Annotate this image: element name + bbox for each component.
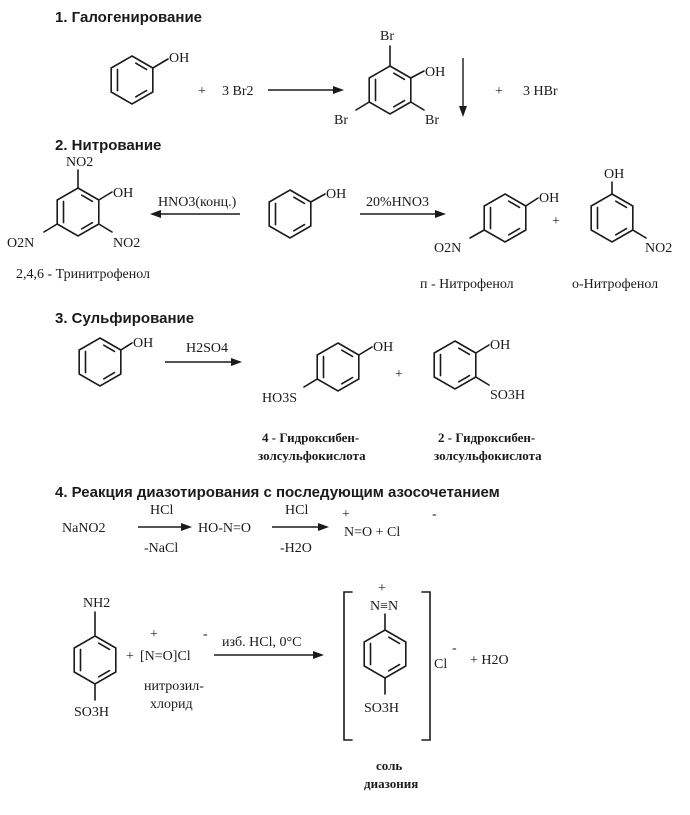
heading-diazotization: 4. Реакция диазотирования с последующим … xyxy=(55,484,500,501)
oh-label: OH xyxy=(373,340,393,355)
chloride-counter-ion: Cl xyxy=(434,657,447,672)
o2n-label: O2N xyxy=(7,236,34,251)
diazonium-salt: + N≡N SO3H xyxy=(343,581,431,741)
reaction-arrow-left xyxy=(150,210,240,218)
chloride-minus: - xyxy=(432,507,437,522)
nitrosyl-chloride: [N=O]Cl xyxy=(140,649,191,664)
2-hydroxy-name-line2: золсульфокислота xyxy=(434,448,542,463)
p-nitrophenol-product: OH O2N xyxy=(434,191,559,256)
o-nitrophenol-name: о-Нитрофенол xyxy=(572,277,658,292)
trinitrophenol-product: NO2 OH NO2 O2N xyxy=(7,155,140,251)
sodium-nitrite: NaNO2 xyxy=(62,521,106,536)
4-hydroxy-name-line1: 4 - Гидроксибен- xyxy=(262,430,359,445)
reaction-arrow-4a xyxy=(138,523,192,531)
br-label-top: Br xyxy=(380,29,394,44)
4-hydroxy-name-line2: золсульфокислота xyxy=(258,448,366,463)
oh-label: OH xyxy=(169,51,189,66)
2-hydroxy-name-line1: 2 - Гидроксибен- xyxy=(438,430,535,445)
plus-sign: + xyxy=(198,84,206,99)
plus-sign: + xyxy=(495,84,503,99)
oh-label: OH xyxy=(490,338,510,353)
sulfuric-acid-label: H2SO4 xyxy=(186,341,228,356)
reaction-arrow-4c xyxy=(214,651,324,659)
no2-label-top: NO2 xyxy=(66,155,93,170)
phenol-reactant-1: OH xyxy=(110,51,189,105)
br-label-left: Br xyxy=(334,113,348,128)
o-nitrophenol-product: OH NO2 xyxy=(590,167,672,256)
sulfanilic-acid: NH2 SO3H xyxy=(73,596,117,720)
br-label-right: Br xyxy=(425,113,439,128)
no2-label: NO2 xyxy=(645,241,672,256)
diazonium-name-line1: соль xyxy=(376,758,402,773)
oh-label: OH xyxy=(326,187,346,202)
plus-sign: + xyxy=(395,367,403,382)
precipitate-arrow xyxy=(459,58,467,117)
reaction-conditions: изб. HCl, 0°C xyxy=(222,635,301,650)
plus-sign: + xyxy=(126,649,134,664)
oh-label: OH xyxy=(604,167,624,182)
heading-nitration: 2. Нитрование xyxy=(55,137,161,154)
nitrosyl-name-line2: хлорид xyxy=(150,697,193,712)
nitrosyl-charge: + xyxy=(150,627,158,642)
nacl-label: -NaCl xyxy=(144,541,178,556)
so3h-label: SO3H xyxy=(74,705,109,720)
2-hydroxybenzenesulfonic-acid: OH SO3H xyxy=(433,338,525,403)
tribromophenol-product: Br OH Br Br xyxy=(334,29,445,128)
dilute-nitric-acid-label: 20%HNO3 xyxy=(366,195,429,210)
o2n-label: O2N xyxy=(434,241,461,256)
nh2-label: NH2 xyxy=(83,596,110,611)
oh-label: OH xyxy=(539,191,559,206)
counter-ion-charge: - xyxy=(452,641,457,656)
nitrosyl-name-line1: нитрозил- xyxy=(144,679,204,694)
nitrosyl-minus: - xyxy=(203,627,208,642)
oh-label: OH xyxy=(425,65,445,80)
p-nitrophenol-name: п - Нитрофенол xyxy=(420,277,514,292)
oh-label: OH xyxy=(113,186,133,201)
reaction-arrow-3 xyxy=(165,358,242,366)
phenol-reactant-3: OH xyxy=(78,336,153,387)
diazonium-charge: + xyxy=(378,581,386,596)
water-eliminated: -H2O xyxy=(280,541,312,556)
nitrosonium-charge: + xyxy=(342,507,350,522)
reaction-arrow-1 xyxy=(268,86,344,94)
heading-halogenation: 1. Галогенирование xyxy=(55,9,202,26)
so3h-label: SO3H xyxy=(490,388,525,403)
reaction-arrow-right xyxy=(360,210,446,218)
plus-sign: + xyxy=(552,214,560,229)
4-hydroxybenzenesulfonic-acid: OH HO3S xyxy=(262,340,393,406)
so3h-label: SO3H xyxy=(364,701,399,716)
diazonium-name-line2: диазония xyxy=(364,776,418,791)
oh-label: OH xyxy=(133,336,153,351)
phenol-reactant-2: OH xyxy=(268,187,346,239)
hcl-label: HCl xyxy=(285,503,308,518)
nitrosonium-chloride: N=O + Cl xyxy=(344,525,400,540)
heading-sulfonation: 3. Сульфирование xyxy=(55,310,194,327)
ho3s-label: HO3S xyxy=(262,391,297,406)
hbr-byproduct: 3 HBr xyxy=(523,84,558,99)
trinitrophenol-name: 2,4,6 - Тринитрофенол xyxy=(16,267,150,282)
nitrous-acid: HO-N=O xyxy=(198,521,251,536)
water-product: + H2O xyxy=(470,653,509,668)
bromine-reagent: 3 Br2 xyxy=(222,84,254,99)
no2-label-right: NO2 xyxy=(113,236,140,251)
conc-nitric-acid-label: HNO3(конц.) xyxy=(158,195,237,210)
reaction-arrow-4b xyxy=(272,523,329,531)
diazonium-group: N≡N xyxy=(370,599,398,614)
hcl-label: HCl xyxy=(150,503,173,518)
